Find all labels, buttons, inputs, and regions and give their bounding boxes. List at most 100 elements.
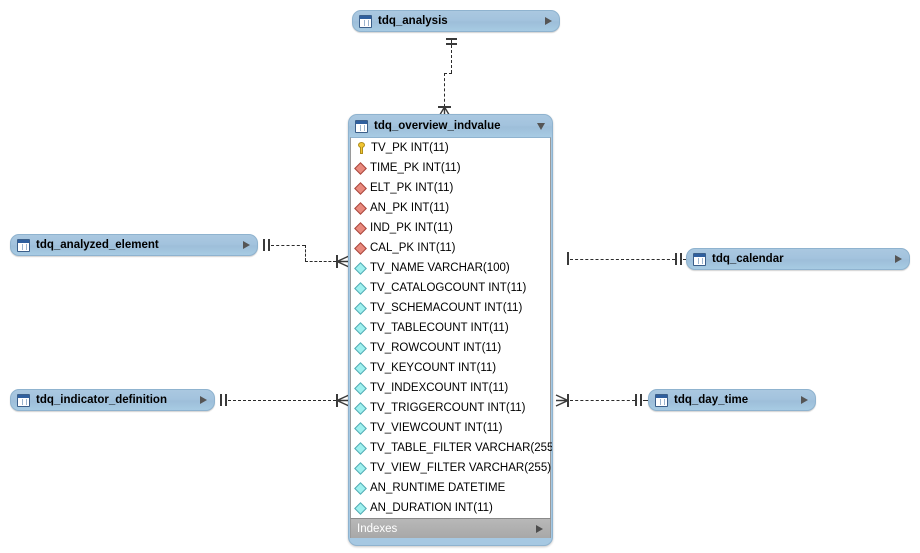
indexes-section[interactable]: Indexes [350, 519, 551, 538]
column-label: TV_KEYCOUNT INT(11) [370, 362, 497, 374]
connector-segment [305, 261, 336, 262]
cardinality-one-bar [680, 253, 682, 265]
column-label: TV_ROWCOUNT INT(11) [370, 342, 502, 354]
column-label: TV_TRIGGERCOUNT INT(11) [370, 402, 526, 414]
crowsfoot-icon [336, 255, 350, 269]
connector-segment [683, 259, 688, 260]
table-node-tdq-day-time[interactable]: tdq_day_time [648, 389, 816, 411]
column-row[interactable]: IND_PK INT(11) [351, 218, 550, 238]
column-label: TV_NAME VARCHAR(100) [370, 262, 510, 274]
column-row[interactable]: TIME_PK INT(11) [351, 158, 550, 178]
chevron-right-icon[interactable] [200, 396, 207, 404]
table-icon [693, 252, 706, 266]
table-node-tdq-overview-indvalue[interactable]: tdq_overview_indvalue TV_PK INT(11) TIME_… [348, 114, 553, 546]
cardinality-one-bar [220, 394, 222, 406]
table-icon [655, 393, 668, 407]
column-icon [354, 361, 367, 375]
column-row[interactable]: TV_KEYCOUNT INT(11) [351, 358, 550, 378]
connector-segment [444, 73, 445, 112]
column-label: IND_PK INT(11) [370, 222, 453, 234]
column-row[interactable]: TV_INDEXCOUNT INT(11) [351, 378, 550, 398]
column-row[interactable]: ELT_PK INT(11) [351, 178, 550, 198]
connector-segment [228, 400, 336, 401]
column-label: AN_PK INT(11) [370, 202, 450, 214]
foreign-key-icon [354, 161, 367, 175]
table-footer [349, 538, 552, 545]
column-list: TV_PK INT(11) TIME_PK INT(11) ELT_PK INT(1… [350, 137, 553, 519]
foreign-key-icon [354, 241, 367, 255]
column-row[interactable]: TV_NAME VARCHAR(100) [351, 258, 550, 278]
cardinality-one-bar [635, 394, 637, 406]
foreign-key-icon [354, 201, 367, 215]
chevron-right-icon[interactable] [895, 255, 902, 263]
column-label: TV_CATALOGCOUNT INT(11) [370, 282, 527, 294]
column-label: TV_TABLE_FILTER VARCHAR(255) [370, 442, 553, 454]
table-title: tdq_indicator_definition [36, 394, 167, 406]
column-label: TV_SCHEMACOUNT INT(11) [370, 302, 523, 314]
cardinality-one-bar [640, 394, 642, 406]
table-title: tdq_day_time [674, 394, 749, 406]
table-title: tdq_analysis [378, 15, 448, 27]
primary-key-icon [356, 142, 367, 154]
column-row[interactable]: CAL_PK INT(11) [351, 238, 550, 258]
cardinality-one-bar [263, 239, 265, 251]
column-label: TV_VIEWCOUNT INT(11) [370, 422, 503, 434]
connector-segment [271, 245, 305, 246]
column-row[interactable]: AN_RUNTIME DATETIME [351, 478, 550, 498]
column-label: ELT_PK INT(11) [370, 182, 454, 194]
table-node-tdq-analysis[interactable]: tdq_analysis [352, 10, 560, 32]
table-title: tdq_calendar [712, 253, 784, 265]
column-icon [354, 381, 367, 395]
connector-segment [451, 40, 452, 73]
chevron-right-icon[interactable] [536, 524, 543, 533]
table-icon [359, 14, 372, 28]
table-header[interactable]: tdq_overview_indvalue [349, 115, 552, 137]
column-icon [354, 261, 367, 275]
column-label: TV_INDEXCOUNT INT(11) [370, 382, 509, 394]
chevron-right-icon[interactable] [545, 17, 552, 25]
foreign-key-icon [354, 181, 367, 195]
connector-segment [305, 245, 306, 261]
column-row[interactable]: TV_SCHEMACOUNT INT(11) [351, 298, 550, 318]
column-row[interactable]: TV_CATALOGCOUNT INT(11) [351, 278, 550, 298]
column-row[interactable]: AN_PK INT(11) [351, 198, 550, 218]
table-title: tdq_analyzed_element [36, 239, 159, 251]
column-row[interactable]: TV_TABLE_FILTER VARCHAR(255) [351, 438, 553, 458]
column-icon [354, 501, 367, 515]
cardinality-one-bar [268, 239, 270, 251]
column-label: CAL_PK INT(11) [370, 242, 456, 254]
column-row[interactable]: TV_ROWCOUNT INT(11) [351, 338, 550, 358]
column-row[interactable]: TV_PK INT(11) [351, 138, 550, 158]
cardinality-one-bar [446, 38, 457, 40]
column-label: TV_PK INT(11) [371, 142, 449, 154]
table-node-tdq-analyzed-element[interactable]: tdq_analyzed_element [10, 234, 258, 256]
crowsfoot-icon [336, 394, 350, 408]
connector-segment [570, 259, 675, 260]
cardinality-bar [567, 394, 569, 407]
column-row[interactable]: TV_TRIGGERCOUNT INT(11) [351, 398, 550, 418]
column-label: AN_RUNTIME DATETIME [370, 482, 506, 494]
column-icon [354, 481, 367, 495]
foreign-key-icon [354, 221, 367, 235]
column-row[interactable]: TV_TABLECOUNT INT(11) [351, 318, 550, 338]
table-node-tdq-indicator-definition[interactable]: tdq_indicator_definition [10, 389, 215, 411]
chevron-down-icon[interactable] [537, 122, 545, 130]
cardinality-one-bar [446, 43, 457, 45]
column-label: TV_TABLECOUNT INT(11) [370, 322, 509, 334]
column-row[interactable]: AN_DURATION INT(11) [351, 498, 550, 518]
column-icon [354, 321, 367, 335]
table-icon [17, 393, 30, 407]
cardinality-one-bar [225, 394, 227, 406]
table-title: tdq_overview_indvalue [374, 120, 501, 132]
column-row[interactable]: TV_VIEWCOUNT INT(11) [351, 418, 550, 438]
chevron-right-icon[interactable] [243, 241, 250, 249]
table-node-tdq-calendar[interactable]: tdq_calendar [686, 248, 910, 270]
chevron-right-icon[interactable] [801, 396, 808, 404]
column-icon [354, 301, 367, 315]
column-icon [354, 421, 367, 435]
table-icon [17, 238, 30, 252]
column-row[interactable]: TV_VIEW_FILTER VARCHAR(255) [351, 458, 551, 478]
connector-segment [643, 400, 649, 401]
column-icon [354, 401, 367, 415]
